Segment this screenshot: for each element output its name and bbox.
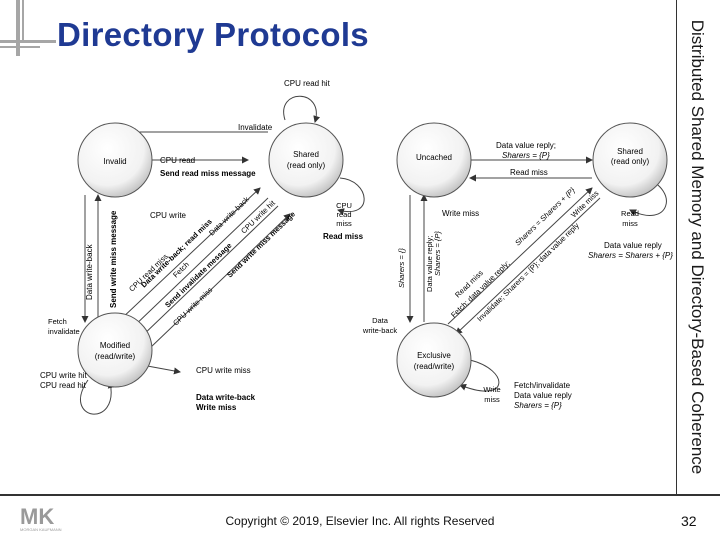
label-dvr-vertical-1: Data value reply;: [425, 236, 434, 292]
label-fetch-invalidate-1: Fetch: [48, 317, 67, 326]
label-send-write-miss-vertical: Send write miss message: [109, 210, 118, 308]
side-title-container: Distributed Shared Memory and Directory-…: [678, 0, 716, 494]
label-excl-right-3: Sharers = {P}: [514, 401, 562, 410]
label-cpu-read: CPU read: [160, 156, 195, 165]
label-send-read-miss: Send read miss message: [160, 169, 256, 178]
label-cpu-read-miss-shared-3: miss: [336, 219, 352, 228]
state-shared: [268, 122, 344, 198]
state-shared-sublabel: (read only): [287, 161, 326, 170]
logo-subtext: MORGAN KAUFMANN: [20, 527, 62, 532]
label-cpu-write: CPU write: [150, 211, 187, 220]
label-data-wb-write-miss-1: Data write-back: [196, 393, 256, 402]
logo-mark: MK: [20, 504, 54, 529]
label-diag-fetch: Fetch: [171, 260, 191, 280]
state-modified-sublabel: (read/write): [95, 352, 136, 361]
slide-title: Directory Protocols: [57, 16, 369, 53]
label-invalidate: Invalidate: [238, 123, 273, 132]
label-dvr-right-1: Data value reply: [604, 241, 662, 250]
label-read-miss-top: Read miss: [510, 168, 548, 177]
loop-shared-right: [337, 177, 365, 215]
label-data-write-back-vertical: Data write-back: [85, 243, 94, 300]
state-modified: [77, 312, 153, 388]
arrow-diag-3: [139, 205, 279, 339]
label-fetch-invalidate-2: invalidate: [48, 327, 80, 336]
state-exclusive-label: Exclusive: [417, 351, 451, 360]
label-excl-right-1: Fetch/invalidate: [514, 381, 571, 390]
page-number: 32: [681, 513, 697, 529]
publisher-logo: MK MORGAN KAUFMANN: [20, 504, 62, 532]
side-divider: [676, 0, 677, 494]
arrow-diag-1: [119, 187, 261, 321]
state-invalid-label: Invalid: [103, 157, 126, 166]
copyright-text: Copyright © 2019, Elsevier Inc. All righ…: [225, 514, 495, 528]
label-read-miss-self-2: miss: [622, 219, 638, 228]
arrow-dir-diag-1: [447, 187, 593, 325]
label-read-miss-shared: Read miss: [323, 232, 364, 241]
directory-state-diagram: Uncached Shared (read only) Exclusive (r…: [362, 122, 673, 410]
side-title: Distributed Shared Memory and Directory-…: [688, 19, 707, 475]
state-exclusive: [396, 322, 472, 398]
label-sharers-empty: Sharers = {}: [397, 248, 406, 288]
label-dvr-vertical-2: Sharers = {P}: [433, 231, 442, 276]
label-data-writeback-1: Data: [372, 316, 389, 325]
label-write-miss-self-1: Write: [483, 385, 500, 394]
label-dvr-top-2: Sharers = {P}: [502, 151, 550, 160]
label-mod-self-2: CPU read hit: [40, 381, 87, 390]
arrow-diag-2: [129, 197, 269, 331]
loop-shared-top: [283, 95, 321, 123]
label-write-miss-self-2: miss: [484, 395, 500, 404]
coherence-diagram: Invalid Shared (read only) Modified (rea…: [40, 79, 673, 415]
loop-modified: [80, 379, 115, 415]
state-dir-shared-sublabel: (read only): [611, 157, 650, 166]
label-excl-right-2: Data value reply: [514, 391, 572, 400]
cache-state-diagram: Invalid Shared (read only) Modified (rea…: [40, 79, 365, 415]
loop-exclusive: [459, 359, 500, 392]
label-write-miss-left: Write miss: [442, 209, 479, 218]
label-cpu-read-hit: CPU read hit: [284, 79, 331, 88]
corner-bar-vertical: [16, 0, 20, 56]
footer-bar: [0, 494, 720, 542]
corner-bar-horizontal: [0, 40, 56, 43]
state-modified-label: Modified: [100, 341, 130, 350]
label-cpu-read-miss-shared-1: CPU: [336, 201, 352, 210]
label-read-miss-self-1: Read: [621, 209, 639, 218]
corner-bar-vertical-2: [22, 0, 24, 40]
label-cpu-read-miss-shared-2: read: [336, 210, 351, 219]
label-dvr-top-1: Data value reply;: [496, 141, 556, 150]
state-shared-label: Shared: [293, 150, 319, 159]
label-dvr-right-2: Sharers = Sharers + {P}: [588, 251, 673, 260]
state-invalid: [77, 122, 153, 198]
state-uncached: [396, 122, 472, 198]
corner-bar-horizontal-2: [0, 46, 40, 48]
state-uncached-label: Uncached: [416, 153, 452, 162]
label-data-wb-write-miss-2: Write miss: [196, 403, 237, 412]
state-dir-shared-label: Shared: [617, 147, 643, 156]
state-exclusive-sublabel: (read/write): [414, 362, 455, 371]
state-dir-shared: [592, 122, 668, 198]
arrow-dir-diag-2: [455, 197, 601, 335]
arrow-diag-4: [149, 213, 291, 349]
label-data-writeback-2: write-back: [362, 326, 397, 335]
label-cpu-write-miss: CPU write miss: [196, 366, 251, 375]
label-mod-self-1: CPU write hit: [40, 371, 87, 380]
